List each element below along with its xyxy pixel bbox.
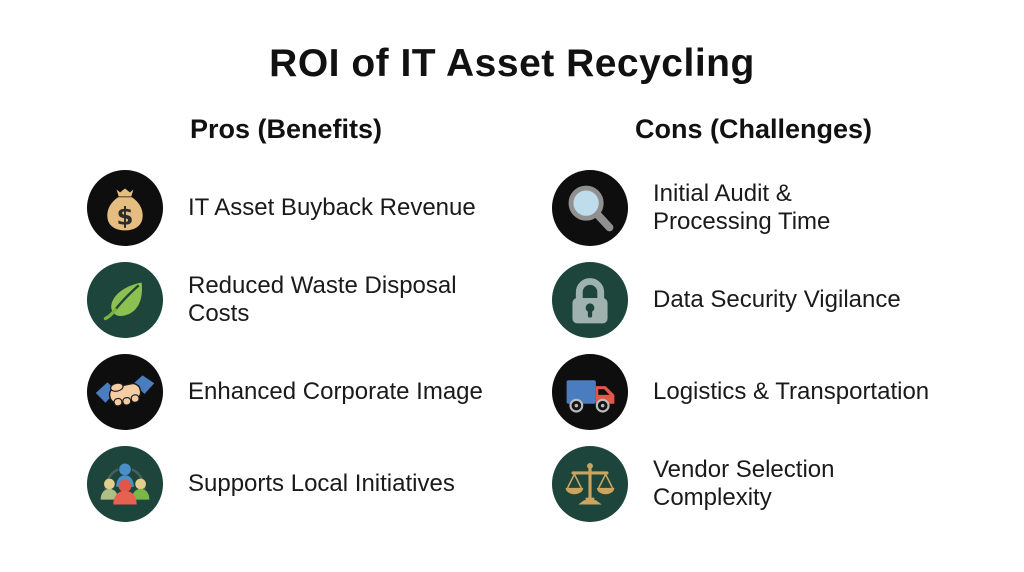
list-item-label: IT Asset Buyback Revenue <box>188 194 476 221</box>
list-item-label: Data Security Vigilance <box>653 286 901 313</box>
leaf-icon <box>86 261 164 339</box>
svg-text:$: $ <box>117 202 134 231</box>
cons-header: Cons (Challenges) <box>634 114 873 144</box>
page-title: ROI of IT Asset Recycling <box>269 42 755 85</box>
money-bag-icon: $ <box>86 169 164 247</box>
list-item-vendor-selection: Vendor Selection Complexity <box>551 445 956 523</box>
cons-column: Cons (Challenges) Initial Audit & Proces… <box>551 113 956 537</box>
list-item-label: Vendor Selection Complexity <box>653 456 835 511</box>
pros-header: Pros (Benefits) <box>189 114 383 144</box>
list-item-waste-disposal: Reduced Waste Disposal Costs <box>86 261 486 339</box>
list-item-logistics: Logistics & Transportation <box>551 353 956 431</box>
list-item-initial-audit: Initial Audit & Processing Time <box>551 169 956 247</box>
community-people-icon <box>86 445 164 523</box>
magnifying-glass-icon <box>551 169 629 247</box>
list-item-buyback-revenue: $ IT Asset Buyback Revenue <box>86 169 486 247</box>
pros-column: Pros (Benefits) $ IT Asset Buyback Reven… <box>86 113 486 537</box>
list-item-label: Logistics & Transportation <box>653 378 930 405</box>
list-item-corporate-image: Enhanced Corporate Image <box>86 353 486 431</box>
padlock-icon <box>551 261 629 339</box>
balance-scale-icon <box>551 445 629 523</box>
list-item-data-security: Data Security Vigilance <box>551 261 956 339</box>
list-item-label: Initial Audit & Processing Time <box>653 180 831 235</box>
handshake-icon <box>86 353 164 431</box>
truck-icon <box>551 353 629 431</box>
list-item-label: Enhanced Corporate Image <box>188 378 483 405</box>
list-item-label: Supports Local Initiatives <box>188 470 455 497</box>
list-item-label: Reduced Waste Disposal Costs <box>188 272 457 327</box>
list-item-local-initiatives: Supports Local Initiatives <box>86 445 486 523</box>
